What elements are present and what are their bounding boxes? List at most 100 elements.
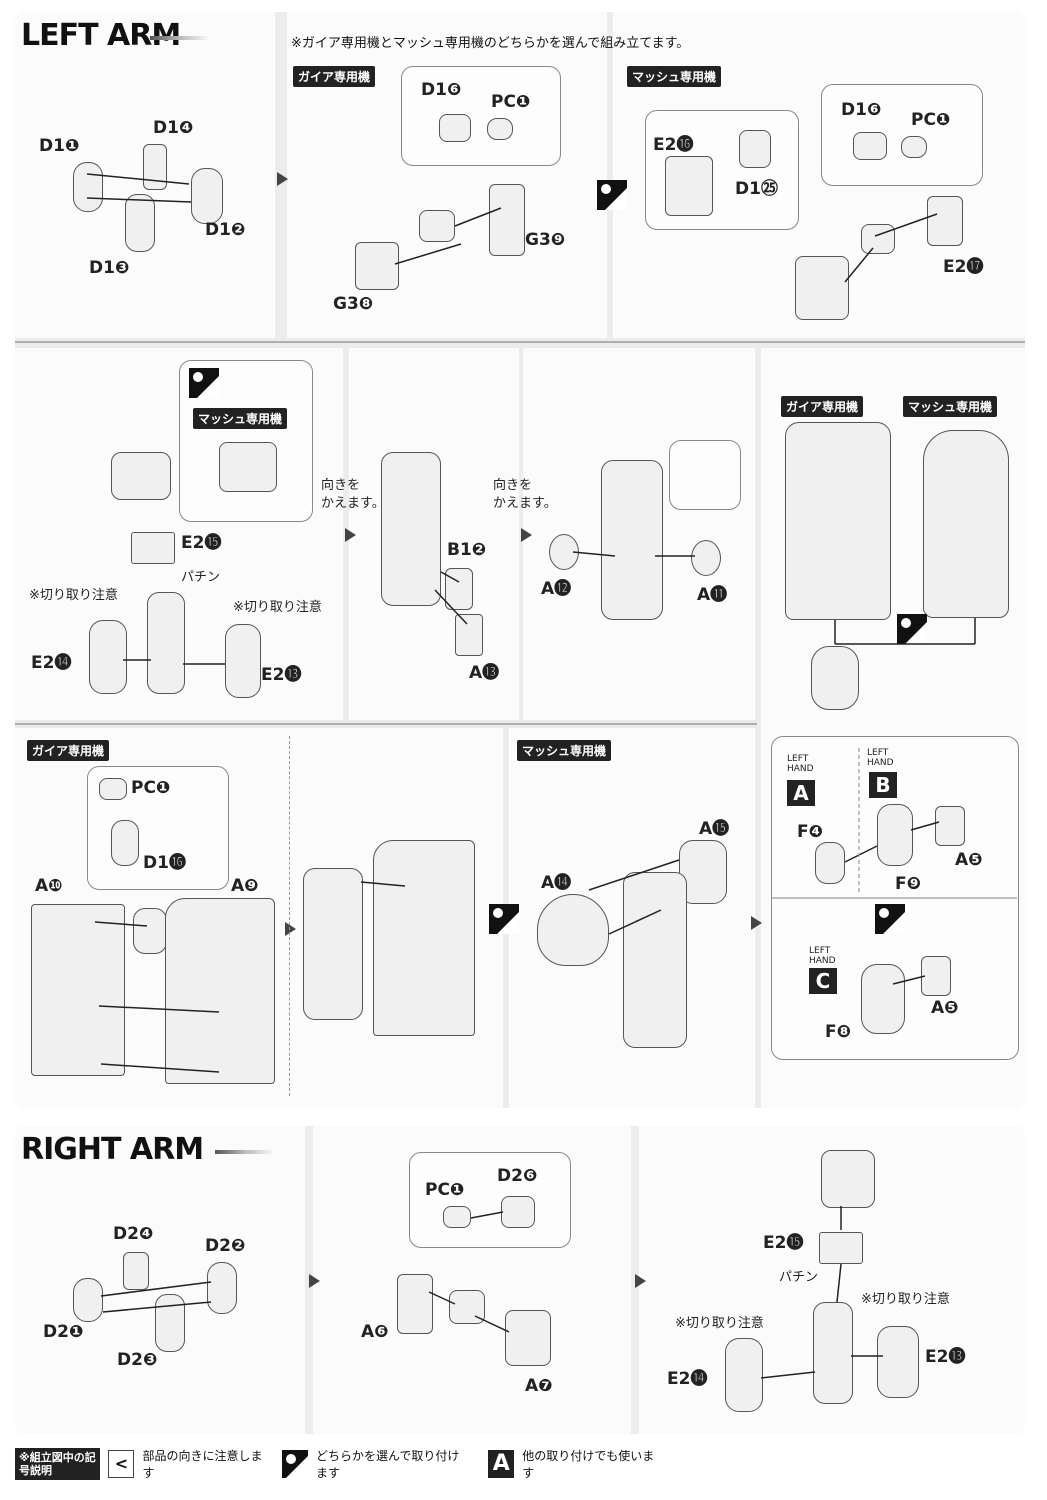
part-ra-elbow-mid — [813, 1302, 853, 1404]
label-d1-6: D1❻ — [421, 80, 462, 100]
part-a6 — [397, 1274, 433, 1334]
part-a9 — [165, 898, 275, 1084]
part-d1-6b — [419, 210, 455, 242]
part-elbow-left — [89, 620, 127, 694]
label-cut-note-2: ※切り取り注意 — [233, 600, 322, 615]
bubble-ra-detail — [409, 1152, 571, 1248]
part-gaia-forearm-done — [785, 422, 891, 620]
label-f8: F❽ — [825, 1022, 852, 1042]
step-arrow — [635, 1274, 646, 1288]
part-arm-assembly-c — [601, 460, 663, 620]
bubble-mash-right — [821, 84, 983, 186]
label-d1-25: D1㉕ — [735, 179, 778, 199]
label-b1-2: B1❷ — [447, 540, 487, 560]
label-mash-pc1: PC❶ — [911, 110, 951, 130]
label-a12: A⓬ — [541, 579, 572, 599]
tag-mash-row3: マッシュ専用機 — [517, 740, 612, 761]
label-pc1-row3: PC❶ — [131, 778, 171, 798]
label-ra-cut-2: ※切り取り注意 — [675, 1316, 764, 1331]
label-g3-9: G3❾ — [525, 230, 566, 250]
label-left-hand-a: LEFT HAND — [787, 754, 814, 774]
connector-lines-ra — [100, 1206, 883, 1379]
label-turn-note-2: かえます。 — [321, 496, 385, 511]
part-a11 — [691, 540, 721, 576]
dashed-divider — [289, 736, 290, 1096]
label-d1-4: D1❹ — [153, 118, 194, 138]
part-a13 — [455, 614, 483, 656]
left-arm-sheet: LEFT ARM ※ガイア専用機とマッシュ専用機のどちらかを選んで組み立てます。… — [15, 12, 1025, 1108]
part-ra-pc1 — [443, 1206, 471, 1228]
part-elbow-right — [225, 624, 261, 698]
right-arm-title: RIGHT ARM — [21, 1132, 204, 1167]
label-d2-2: D2❷ — [205, 1236, 246, 1256]
label-a15: A⓯ — [699, 819, 730, 839]
choose-one-icon — [597, 180, 627, 210]
part-d2-1 — [73, 1278, 103, 1322]
part-ra-elbow-left — [725, 1338, 763, 1412]
label-d2-1: D2❶ — [43, 1322, 84, 1342]
label-a5-c: A❺ — [931, 998, 959, 1018]
legend: ※組立図中の記号説明 < 部品の向きに注意します どちらかを選んで取り付けます … — [15, 1440, 655, 1488]
choose-one-icon — [189, 368, 219, 398]
step-arrow — [751, 916, 762, 930]
part-a9-cover — [373, 840, 475, 1036]
label-turn-note-3: 向きを — [493, 478, 533, 493]
step-arrow — [309, 1274, 320, 1288]
part-e2-17 — [927, 196, 963, 246]
part-pc1 — [487, 118, 513, 140]
part-e2-15 — [131, 532, 175, 564]
part-mash-pc1 — [901, 136, 927, 158]
label-a6: A❻ — [361, 1322, 389, 1342]
label-e2-14: E2⓮ — [31, 653, 72, 673]
choose-one-icon — [875, 904, 905, 934]
right-arm-sheet: RIGHT ARM D2❹ D2❷ D2❶ D2❸ PC❶ D2❻ A❻ A❼ … — [15, 1126, 1025, 1434]
part-f9 — [877, 804, 913, 866]
label-e2-16: E2⓰ — [653, 135, 694, 155]
label-e2-17: E2⓱ — [943, 257, 984, 277]
part-f4 — [815, 842, 845, 884]
part-a7 — [505, 1310, 551, 1366]
label-pachin: パチン — [181, 570, 221, 585]
legend-item3: 他の取り付けでも使います — [522, 1449, 655, 1480]
step-arrow — [521, 528, 532, 542]
part-e2-16 — [665, 156, 713, 216]
part-mash-d1-6 — [853, 132, 887, 160]
label-turn-note-1: 向きを — [321, 478, 361, 493]
label-a14: A⓮ — [541, 873, 572, 893]
part-mash-upper — [795, 256, 849, 320]
legend-item1-symbol: < — [108, 1450, 135, 1478]
label-d1-16: D1⓰ — [143, 853, 186, 873]
choose-one-icon — [897, 614, 927, 644]
part-d1-4 — [143, 144, 167, 190]
legend-item1: 部品の向きに注意します — [142, 1449, 263, 1480]
connector-lines — [15, 173, 1025, 1073]
part-d1-2 — [191, 168, 223, 224]
label-a10: A❿ — [35, 876, 63, 896]
label-f9: F❾ — [895, 874, 922, 894]
title-streak — [150, 36, 210, 40]
part-pc1-row3 — [99, 778, 127, 800]
box-c: C — [809, 968, 837, 994]
tag-mash-r: マッシュ専用機 — [903, 396, 998, 417]
label-a7: A❼ — [525, 1376, 553, 1396]
label-a9: A❾ — [231, 876, 259, 896]
choose-one-icon — [282, 1450, 308, 1478]
part-a15 — [679, 840, 727, 904]
label-d2-4: D2❹ — [113, 1224, 154, 1244]
part-elbow-mid — [147, 592, 185, 694]
box-a: A — [787, 780, 815, 806]
part-mash-shoulder — [219, 442, 277, 492]
label-ra-e2-14: E2⓮ — [667, 1369, 708, 1389]
bubble-gaia-detail — [401, 66, 561, 166]
part-d1-6 — [439, 114, 471, 142]
label-ra-e2-13: E2⓭ — [925, 1347, 966, 1367]
box-b: B — [869, 772, 897, 798]
part-a5-b — [935, 806, 965, 846]
part-ra-elbow-right — [877, 1326, 919, 1398]
part-g3-9 — [489, 184, 525, 256]
tag-gaia-r: ガイア専用機 — [781, 396, 864, 417]
left-arm-title: LEFT ARM — [21, 18, 181, 53]
part-a10 — [31, 904, 125, 1076]
part-a5-c — [921, 956, 951, 996]
label-ra-d2-6: D2❻ — [497, 1166, 538, 1186]
